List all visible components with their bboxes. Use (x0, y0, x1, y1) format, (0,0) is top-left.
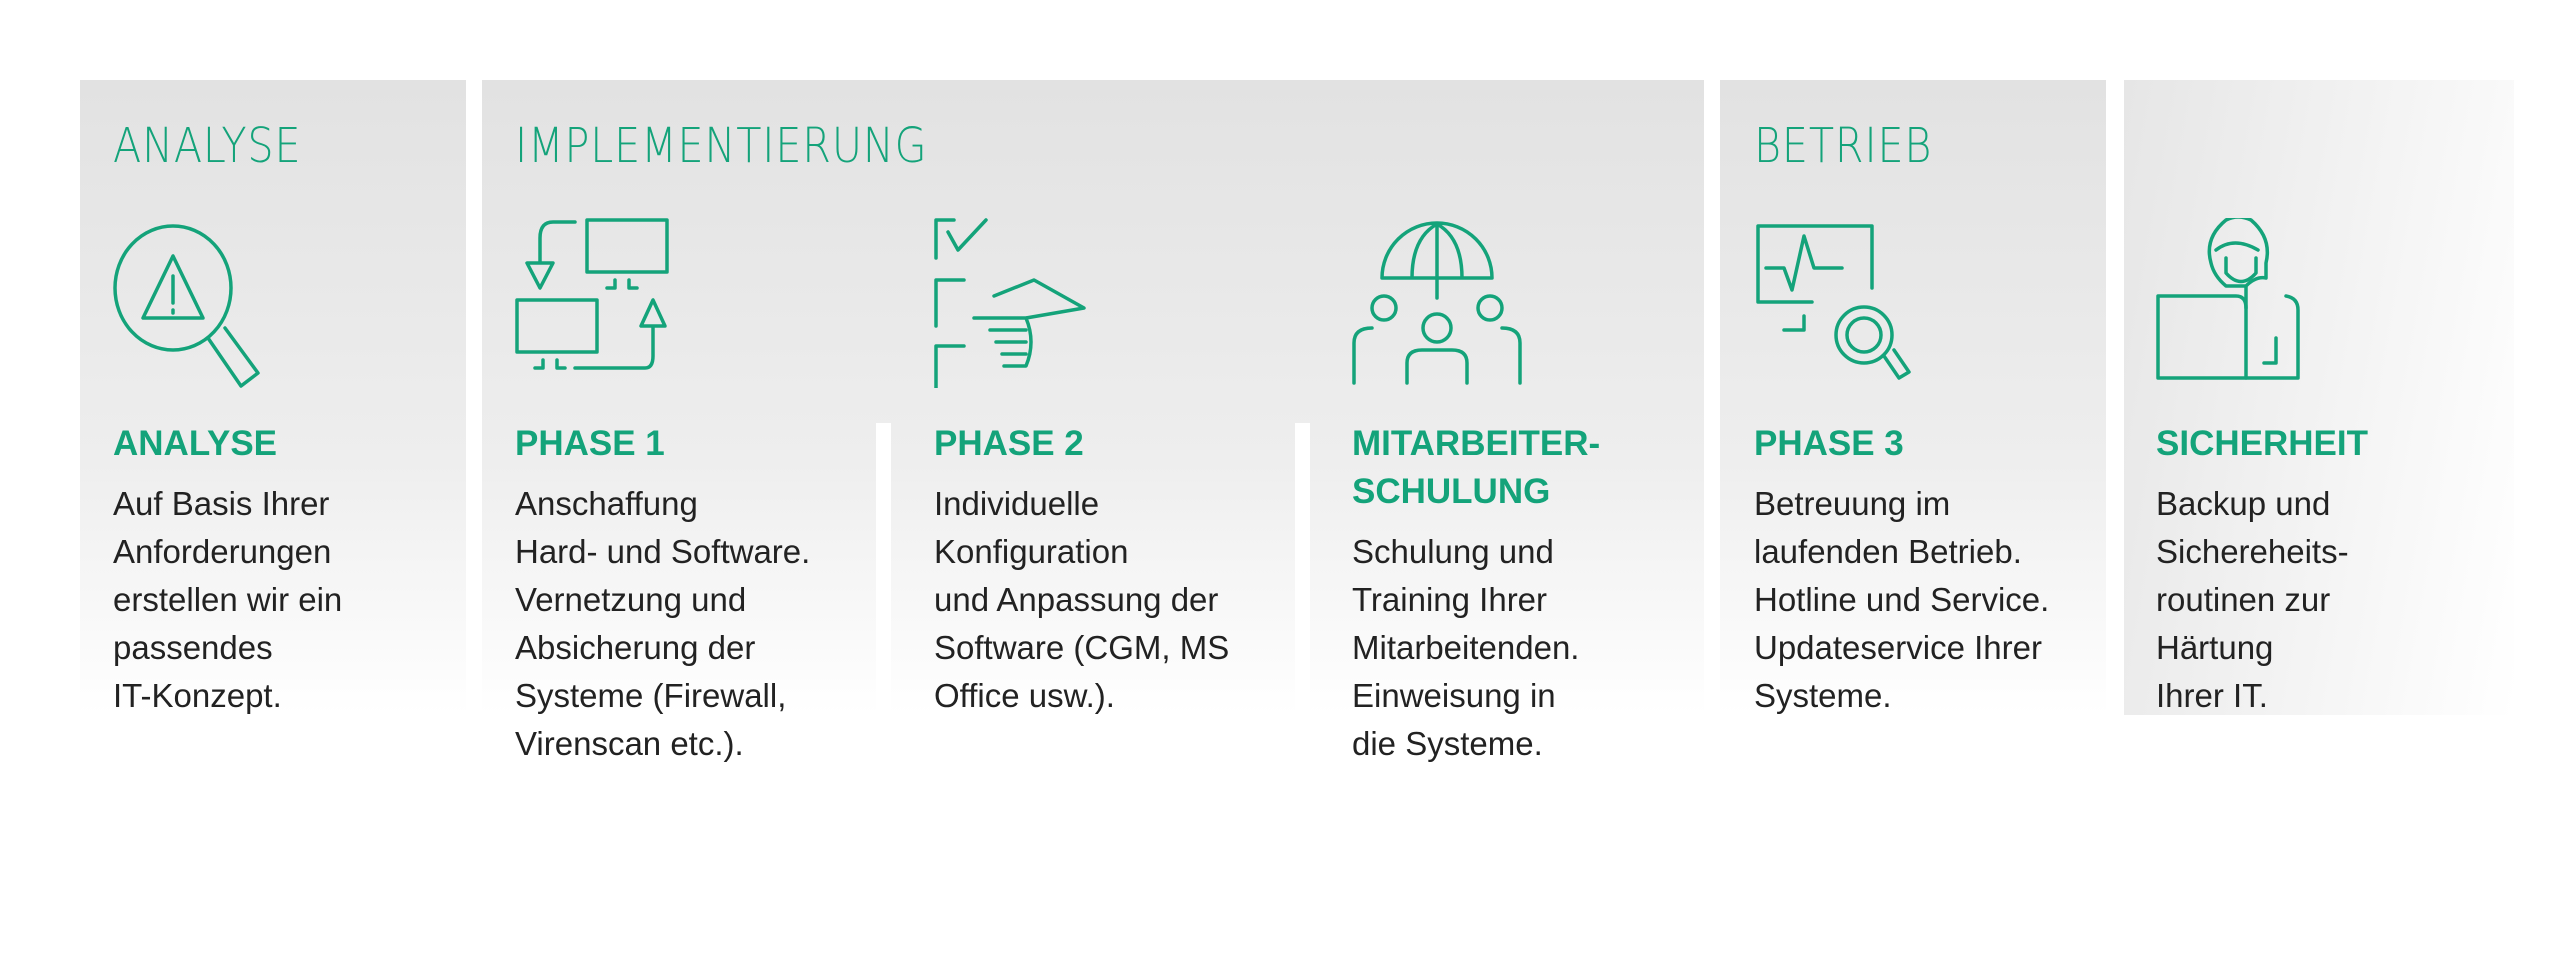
column-phase-1: PHASE 1 Anschaffung Hard- und Software. … (515, 218, 895, 768)
panel-analyse (80, 80, 466, 715)
column-title: PHASE 3 (1754, 424, 1904, 463)
section-header-betrieb: BETRIEB (1754, 118, 1933, 174)
section-header-implementierung: IMPLEMENTIERUNG (515, 118, 928, 174)
column-title: PHASE 1 (515, 424, 665, 463)
divider (876, 423, 891, 723)
column-text: Schulung und Training Ihrer Mitarbeitend… (1352, 533, 1580, 762)
column-text: Auf Basis Ihrer Anforderungen erstellen … (113, 485, 343, 714)
column-phase-3: PHASE 3 Betreuung im laufenden Betrieb. … (1754, 218, 2134, 720)
checklist-pointing-hand-icon (934, 218, 1086, 388)
magnifier-warning-icon (113, 224, 260, 388)
column-text: Individuelle Konfiguration und Anpassung… (934, 485, 1230, 714)
column-text: Anschaffung Hard- und Software. Vernetzu… (515, 485, 811, 762)
panel-sicherheit (2124, 80, 2514, 715)
panel-implementierung (482, 80, 1704, 715)
column-sicherheit: SICHERHEIT Backup und Sichereheits- rout… (2156, 218, 2536, 720)
column-title: SICHERHEIT (2156, 424, 2368, 463)
column-analyse: ANALYSE Auf Basis Ihrer Anforderungen er… (113, 218, 493, 720)
column-title: MITARBEITER- SCHULUNG (1352, 424, 1601, 511)
column-text: Backup und Sichereheits- routinen zur Hä… (2156, 485, 2349, 714)
panel-betrieb (1720, 80, 2106, 715)
column-text: Betreuung im laufenden Betrieb. Hotline … (1754, 485, 2050, 714)
monitor-search-icon (1756, 224, 1911, 380)
column-phase-2: PHASE 2 Individuelle Konfiguration und A… (934, 218, 1314, 720)
column-mitarbeiterschulung: MITARBEITER- SCHULUNG Schulung und Train… (1352, 218, 1732, 768)
computers-exchange-icon (515, 218, 669, 370)
hooded-hacker-laptop-icon (2156, 218, 2300, 380)
divider (1295, 423, 1310, 723)
column-title: PHASE 2 (934, 424, 1084, 463)
section-header-analyse: ANALYSE (113, 118, 302, 174)
globe-team-icon (1352, 221, 1522, 385)
column-title: ANALYSE (113, 424, 278, 463)
